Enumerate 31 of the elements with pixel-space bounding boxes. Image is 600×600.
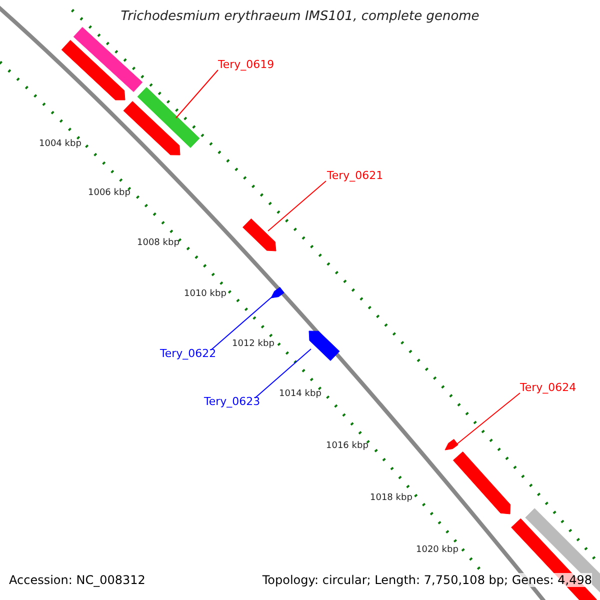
scale-label: 1018 kbp bbox=[370, 493, 412, 503]
gene-feature bbox=[61, 40, 126, 100]
scale-label: 1006 kbp bbox=[88, 188, 130, 198]
scale-label: 1010 kbp bbox=[184, 289, 226, 299]
gene-feature bbox=[444, 438, 458, 450]
gene-feature bbox=[242, 218, 276, 252]
gene-label: Tery_0619 bbox=[218, 58, 274, 71]
scale-label: 1008 kbp bbox=[137, 238, 180, 248]
leader-line bbox=[210, 296, 274, 350]
footer-text: Accession: NC_008312 bbox=[9, 573, 146, 587]
footer-text: Topology: circular; Length: 7,750,108 bp; Genes: 4,498 bbox=[262, 573, 592, 587]
scale-label: 1014 kbp bbox=[279, 389, 322, 399]
gene-label: Tery_0623 bbox=[204, 395, 260, 408]
gene-feature bbox=[73, 26, 143, 92]
leader-line bbox=[268, 180, 326, 232]
gene-label: Tery_0624 bbox=[520, 381, 576, 394]
leader-line bbox=[254, 348, 312, 398]
title: Trichodesmium erythraeum IMS101, complete genome bbox=[120, 9, 480, 24]
scale-label: 1016 kbp bbox=[326, 441, 368, 451]
scale-label: 1012 kbp bbox=[232, 339, 274, 349]
gene-feature bbox=[308, 330, 340, 361]
gene-label: Tery_0622 bbox=[160, 347, 216, 360]
scale-label: 1020 kbp bbox=[416, 545, 458, 555]
leader-line bbox=[176, 70, 218, 118]
gene-feature bbox=[123, 101, 180, 156]
leader-line bbox=[456, 392, 520, 444]
gene-feature bbox=[137, 87, 200, 148]
gene-feature bbox=[452, 451, 510, 514]
scale-label: 1004 kbp bbox=[39, 139, 82, 149]
gene-feature bbox=[270, 286, 284, 298]
gene-label: Tery_0621 bbox=[327, 169, 384, 182]
